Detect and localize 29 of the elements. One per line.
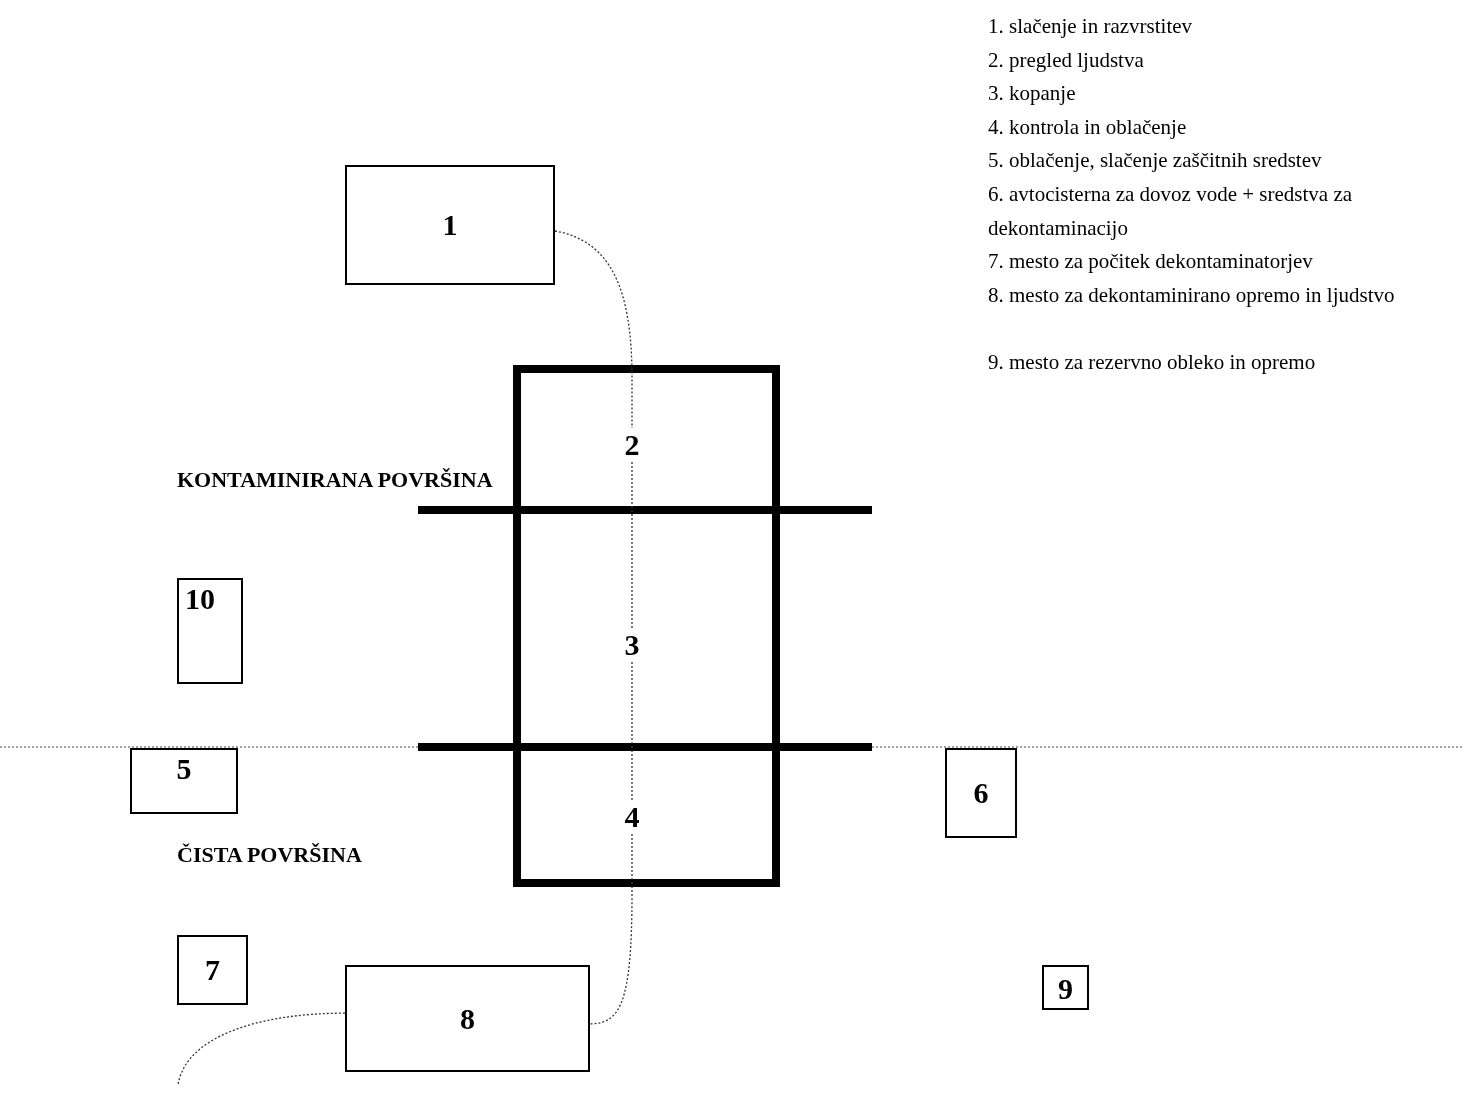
zone-label: ČISTA POVRŠINA: [177, 842, 363, 867]
area-number: 7: [205, 953, 220, 987]
area-box: [177, 578, 243, 684]
area-box: [1042, 965, 1089, 1010]
area-box: [345, 965, 590, 1072]
list-item: 7. mesto za počitek dekontaminatorjev: [988, 248, 1314, 276]
zone-label: KONTAMINIRANA POVRŠINA: [177, 467, 494, 492]
list-item: 4. kontrola in oblačenje: [988, 113, 1188, 141]
list-item: 5. oblačenje, slačenje zaščitnih sredstev: [988, 147, 1323, 175]
area-number: 10: [185, 582, 215, 616]
dotted-path-line: [177, 1012, 346, 1086]
list-item: 1. slačenje in razvrstitev: [988, 13, 1194, 40]
list-item: 3. kopanje: [988, 80, 1077, 108]
area-box: [945, 748, 1017, 838]
list-item: 9. mesto za rezervno obleko in opremo: [988, 349, 1317, 376]
area-number: 9: [1058, 972, 1073, 1006]
list-item: 2. pregled ljudstva: [988, 46, 1145, 74]
area-number: 6: [973, 776, 989, 810]
dotted-path-line: [631, 461, 633, 629]
list-item: 6. avtocisterna za dovoz vode + sredstva za dekontaminacijo: [988, 181, 1354, 242]
area-box: [130, 748, 238, 814]
dotted-path-line: [589, 833, 633, 1025]
area-box: [177, 935, 248, 1005]
list-item: 8. mesto za dekontaminirano opremo in ljudstvo: [988, 281, 1396, 309]
area-number: 8: [460, 1001, 475, 1036]
dotted-path-line: [631, 661, 633, 801]
area-box: [345, 165, 555, 285]
area-number: 5: [176, 752, 192, 786]
area-number: 1: [442, 208, 458, 242]
